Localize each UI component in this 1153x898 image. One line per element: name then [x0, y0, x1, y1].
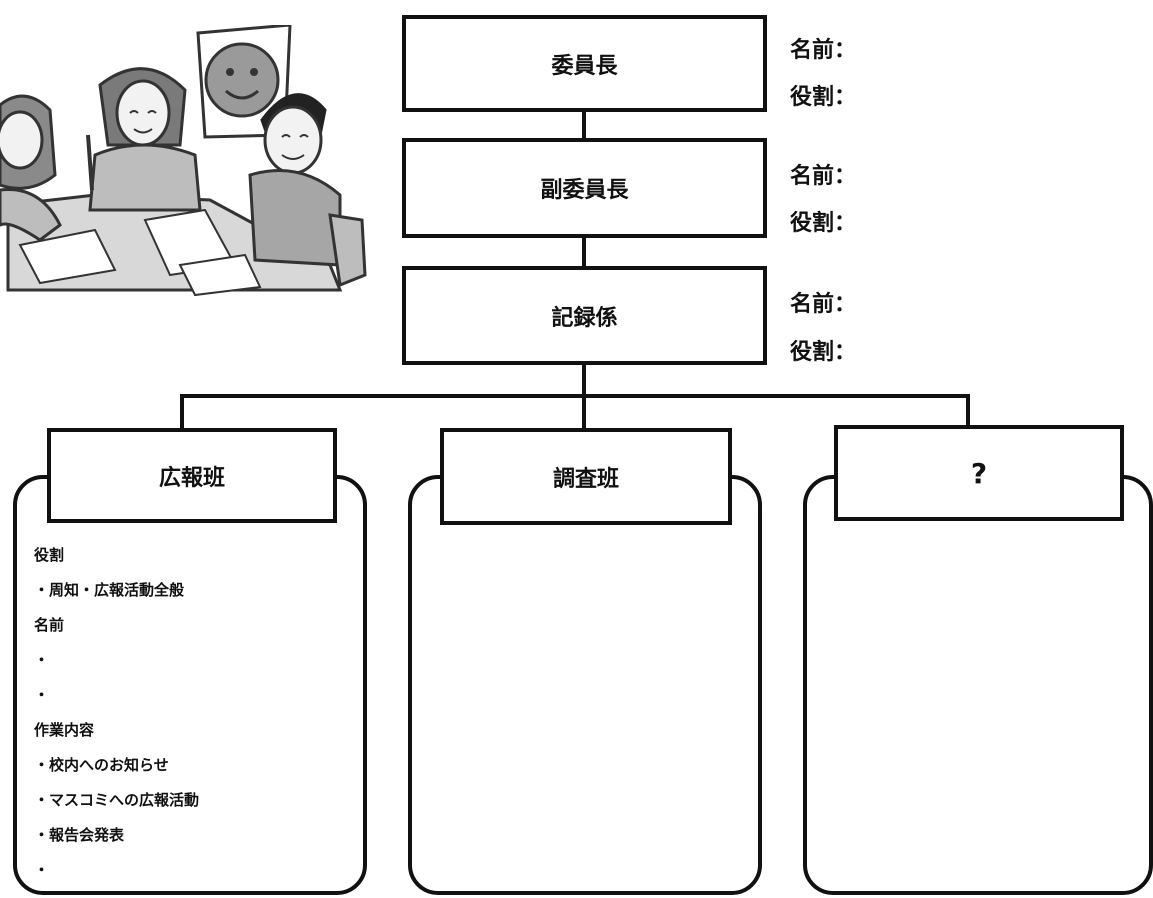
connector-branch-team-3 — [966, 394, 970, 430]
role-box-chairman: 委員長 — [402, 15, 767, 112]
team-card-research — [408, 475, 762, 895]
role-title: 副委員長 — [540, 178, 629, 203]
detail-line: ・マスコミへの広報活動 — [34, 791, 200, 809]
detail-line: ・周知・広報活動全般 — [34, 581, 185, 599]
detail-line: ・ — [34, 861, 50, 879]
connector-vice-recorder — [582, 236, 586, 270]
role-title: 委員長 — [551, 53, 618, 79]
person-left-icon — [0, 94, 62, 242]
team-card-pr — [13, 475, 367, 895]
role-label: 役割： — [790, 211, 857, 236]
person-right-icon — [248, 93, 367, 288]
branch-horizontal-line — [180, 394, 970, 398]
team-header-pr: 広報班 — [47, 428, 337, 523]
connector-branch-team-1 — [180, 394, 184, 430]
detail-line: 役割 — [34, 546, 65, 564]
team-header-unknown: ? — [834, 425, 1124, 521]
team-title: ? — [970, 456, 988, 490]
detail-line: 作業内容 — [34, 721, 95, 739]
role-label: 役割： — [790, 340, 857, 365]
name-label: 名前： — [790, 38, 857, 63]
role-title: 記録係 — [551, 305, 618, 331]
detail-line: ・報告会発表 — [34, 826, 125, 844]
team-header-research: 調査班 — [440, 428, 732, 525]
team-title: 調査班 — [552, 466, 619, 492]
detail-line: ・ — [34, 651, 50, 669]
detail-line: 名前 — [34, 616, 65, 634]
person-middle-icon — [86, 67, 202, 212]
name-label: 名前： — [790, 164, 857, 189]
connector-branch-team-2 — [582, 398, 586, 430]
meeting-illustration — [0, 25, 367, 297]
connector-recorder-branch — [582, 363, 586, 398]
name-label: 名前： — [790, 292, 857, 317]
team-card-unknown — [803, 475, 1153, 895]
team-pr-details: 役割 ・周知・広報活動全般 名前 ・ ・ 作業内容 ・校内へのお知らせ ・マスコ… — [34, 538, 199, 888]
role-box-vice-chairman: 副委員長 — [402, 138, 767, 238]
team-title: 広報班 — [158, 465, 225, 491]
role-box-recorder: 記録係 — [402, 266, 767, 365]
detail-line: ・校内へのお知らせ — [34, 756, 169, 774]
connector-chairman-vice — [582, 108, 586, 142]
detail-line: ・ — [34, 686, 50, 704]
role-label: 役割： — [790, 85, 857, 110]
